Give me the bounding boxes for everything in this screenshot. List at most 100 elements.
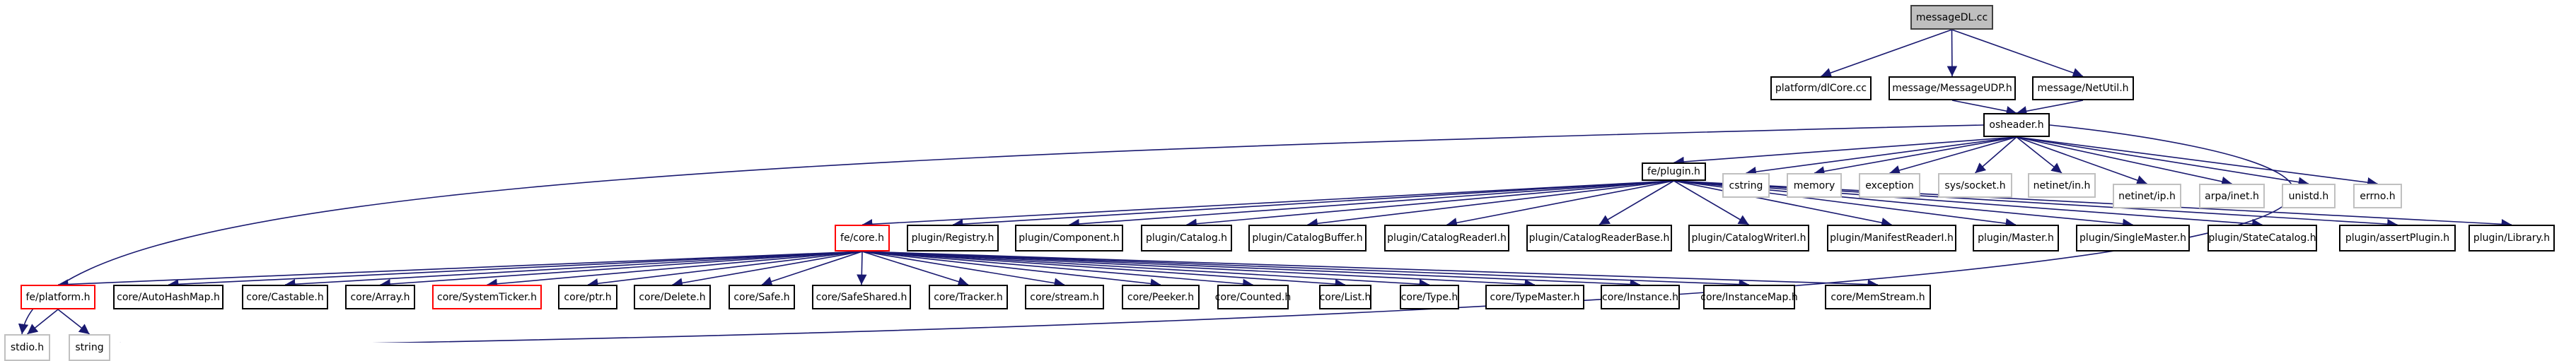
edge-core-to-tracker	[861, 251, 969, 287]
node-label: arpa/inet.h	[2205, 190, 2259, 202]
node-exception: exception	[1859, 173, 1920, 198]
edge-core-to-peeker	[861, 251, 1161, 289]
edge-core-to-counted	[861, 251, 1253, 289]
node-memory: memory	[1787, 173, 1842, 198]
node-unistd: unistd.h	[2282, 184, 2336, 208]
edge-osheader-to-netin	[2016, 136, 2062, 174]
node-dlcore[interactable]: platform/dlCore.cc	[1770, 76, 1872, 100]
node-catreaderbase[interactable]: plugin/CatalogReaderBase.h	[1526, 225, 1672, 251]
node-catwriteri[interactable]: plugin/CatalogWriterI.h	[1688, 225, 1809, 251]
edge-plugin-to-catreaderi	[1446, 180, 1674, 228]
node-core[interactable]: fe/core.h	[835, 225, 890, 251]
node-statecatalog[interactable]: plugin/StateCatalog.h	[2207, 225, 2317, 251]
node-label: core/InstanceMap.h	[1700, 291, 1798, 303]
node-netutil[interactable]: message/NetUtil.h	[2032, 76, 2134, 100]
node-delete[interactable]: core/Delete.h	[634, 285, 711, 309]
node-label: netinet/in.h	[2033, 179, 2091, 191]
edge-core-to-instance	[861, 251, 1641, 290]
node-label: message/MessageUDP.h	[1892, 83, 2012, 94]
node-label: message/NetUtil.h	[2037, 83, 2129, 94]
node-platform[interactable]: fe/platform.h	[21, 285, 95, 309]
node-ptr[interactable]: core/ptr.h	[558, 285, 617, 309]
node-stdio: stdio.h	[4, 334, 50, 361]
node-stream[interactable]: core/stream.h	[1025, 285, 1104, 309]
node-singlemaster[interactable]: plugin/SingleMaster.h	[2076, 225, 2190, 251]
node-memstream[interactable]: core/MemStream.h	[1825, 285, 1931, 309]
node-root[interactable]: messageDL.cc	[1910, 5, 1993, 30]
edge-plugin-to-statecatalog	[1673, 180, 2263, 230]
edge-core-to-safe	[761, 251, 863, 287]
node-label: core/Instance.h	[1602, 291, 1678, 303]
node-label: fe/platform.h	[25, 291, 91, 303]
node-library[interactable]: plugin/Library.h	[2468, 225, 2555, 251]
edge-core-to-ptr	[587, 251, 863, 289]
node-label: plugin/CatalogBuffer.h	[1252, 232, 1363, 244]
node-label: core/stream.h	[1030, 291, 1099, 303]
node-msgudp[interactable]: message/MessageUDP.h	[1889, 76, 2016, 100]
edge-osheader-to-memory	[1814, 136, 2017, 177]
edge-osheader-to-stdio	[18, 124, 1984, 335]
node-array[interactable]: core/Array.h	[345, 285, 415, 309]
node-label: core/Array.h	[350, 291, 410, 303]
node-label: plugin/Registry.h	[911, 232, 994, 244]
edge-root-to-dlcore	[1821, 29, 1952, 78]
node-assertplugin[interactable]: plugin/assertPlugin.h	[2339, 225, 2456, 251]
node-catalog[interactable]: plugin/Catalog.h	[1141, 225, 1232, 251]
node-component[interactable]: plugin/Component.h	[1015, 225, 1123, 251]
node-list[interactable]: core/List.h	[1319, 285, 1371, 309]
node-ticker[interactable]: core/SystemTicker.h	[432, 285, 542, 309]
edge-root-to-msgudp	[1946, 29, 1958, 77]
node-label: plugin/CatalogReaderI.h	[1387, 232, 1507, 244]
node-tracker[interactable]: core/Tracker.h	[929, 285, 1008, 309]
node-registry[interactable]: plugin/Registry.h	[907, 225, 999, 251]
edge-core-to-array	[380, 251, 863, 290]
node-plugin[interactable]: fe/plugin.h	[1642, 162, 1706, 181]
node-label: plugin/Master.h	[1978, 232, 2054, 244]
edge-osheader-to-plugin	[1673, 136, 2017, 167]
node-label: plugin/assertPlugin.h	[2345, 232, 2450, 244]
node-arpainet: arpa/inet.h	[2199, 184, 2265, 208]
node-catbuf[interactable]: plugin/CatalogBuffer.h	[1248, 225, 1367, 251]
node-label: cstring	[1729, 179, 1763, 191]
node-errno: errno.h	[2353, 184, 2402, 208]
edge-core-to-instancemap	[861, 251, 1750, 290]
edge-plugin-to-catalog	[1186, 180, 1674, 229]
node-counted[interactable]: core/Counted.h	[1215, 285, 1291, 309]
node-label: plugin/ManifestReaderI.h	[1830, 232, 1954, 244]
node-label: messageDL.cc	[1915, 11, 1988, 23]
node-label: core/Peeker.h	[1127, 291, 1195, 303]
node-label: core/List.h	[1319, 291, 1371, 303]
edge-osheader-to-netip	[2016, 136, 2147, 185]
node-typemaster[interactable]: core/TypeMaster.h	[1485, 285, 1584, 309]
node-osheader[interactable]: osheader.h	[1983, 113, 2050, 137]
edge-plugin-to-catreaderbase	[1599, 180, 1674, 225]
node-label: errno.h	[2360, 190, 2396, 202]
node-label: core/AutoHashMap.h	[117, 291, 220, 303]
edge-osheader-to-arpainet	[2016, 136, 2232, 187]
edge-netutil-to-osheader	[2016, 100, 2084, 117]
node-label: core/Safe.h	[733, 291, 790, 303]
node-socket: sys/socket.h	[1938, 173, 2012, 198]
node-label: core/Castable.h	[246, 291, 324, 303]
node-catreaderi[interactable]: plugin/CatalogReaderI.h	[1384, 225, 1509, 251]
node-master[interactable]: plugin/Master.h	[1973, 225, 2059, 251]
node-label: exception	[1865, 179, 1914, 191]
node-castable[interactable]: core/Castable.h	[242, 285, 328, 309]
edge-core-to-platform	[57, 251, 863, 290]
node-peeker[interactable]: core/Peeker.h	[1122, 285, 1200, 309]
node-instancemap[interactable]: core/InstanceMap.h	[1700, 285, 1798, 309]
edge-plugin-to-manifest	[1673, 180, 1892, 228]
node-safe[interactable]: core/Safe.h	[729, 285, 795, 309]
edge-plugin-to-component	[1069, 180, 1674, 230]
node-netip: netinet/ip.h	[2113, 184, 2181, 208]
edge-osheader-to-socket	[1974, 136, 2017, 174]
node-label: plugin/Library.h	[2473, 232, 2551, 244]
node-label: fe/core.h	[840, 232, 884, 244]
node-type[interactable]: core/Type.h	[1400, 285, 1459, 309]
node-manifest[interactable]: plugin/ManifestReaderI.h	[1827, 225, 1956, 251]
node-safeshared[interactable]: core/SafeShared.h	[812, 285, 911, 309]
edge-core-to-typemaster	[861, 251, 1536, 290]
edge-osheader-to-exception	[1889, 136, 2017, 175]
node-autohash[interactable]: core/AutoHashMap.h	[113, 285, 224, 309]
node-instance[interactable]: core/Instance.h	[1601, 285, 1680, 309]
